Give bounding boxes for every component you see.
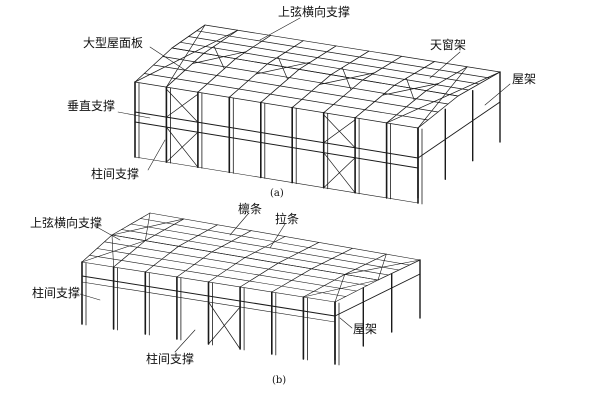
figure-a-bracing (134, 24, 501, 194)
figure-b-roof-grid (81, 212, 421, 303)
figure-a-leader-lines (117, 17, 511, 171)
label-a-top-chord-bracing: 上弦横向支撑 (278, 5, 351, 19)
caption-b: (b) (272, 375, 287, 386)
figure-b-columns (81, 259, 421, 366)
caption-a: (a) (270, 188, 284, 199)
label-b-purlin: 檩条 (238, 202, 263, 216)
label-a-skylight-frame: 天窗架 (430, 38, 467, 52)
figure-a-columns (134, 71, 501, 205)
figure-b-bracing (81, 212, 421, 350)
label-b-column-bracing-left: 柱间支撑 (32, 286, 81, 300)
label-a-vertical-bracing: 垂直支撑 (67, 99, 116, 113)
figure-b-leader-lines (79, 213, 353, 353)
figure-a-roof-grid (134, 24, 501, 129)
label-a-large-roof-panel: 大型屋面板 (83, 36, 144, 50)
label-b-roof-truss: 屋架 (353, 322, 378, 336)
label-a-column-bracing: 柱间支撑 (91, 167, 140, 181)
label-b-column-bracing-bottom: 柱间支撑 (146, 352, 195, 366)
label-a-roof-truss: 屋架 (512, 72, 537, 86)
label-b-top-chord-bracing: 上弦横向支撑 (30, 216, 103, 230)
label-b-tie-bar: 拉条 (275, 212, 300, 226)
